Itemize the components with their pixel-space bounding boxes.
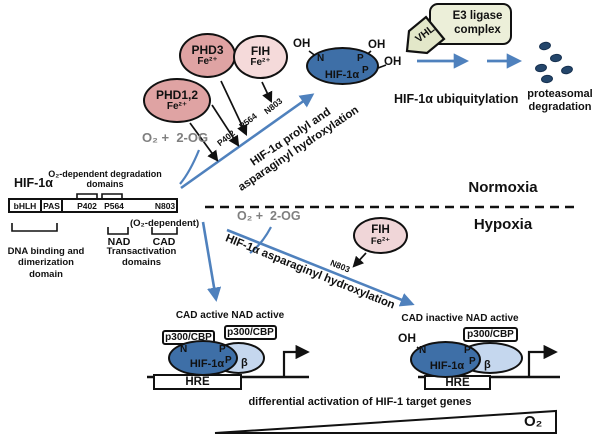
- transcription-arrow-left: [282, 344, 310, 377]
- hydroxylated-hif1a: [306, 47, 379, 85]
- hif1a-domain-bar: bHLH PAS P402 P564 N803: [8, 198, 178, 213]
- active-p-site-top: P: [219, 344, 226, 355]
- bhlh-domain: bHLH: [10, 200, 42, 211]
- inactive-p-site-top: P: [464, 345, 471, 356]
- hypoxia-hydroxylation-arrow: [226, 228, 415, 307]
- p300-inactive-label: p300/CBP: [467, 329, 514, 340]
- transactivation-line1: Transactivation: [106, 246, 177, 257]
- phd3-cofactor: Fe²⁺: [197, 55, 218, 67]
- inactive-p-site-right: P: [469, 356, 476, 367]
- active-beta-name: β: [241, 357, 248, 369]
- degradation-caption-line2: domains: [86, 179, 124, 190]
- hypoxia-substrates: O₂ + 2-OG: [237, 209, 301, 223]
- hre-box-left: HRE: [153, 374, 242, 390]
- domain-map-protein-label: HIF-1α: [14, 176, 53, 190]
- inactive-oh-label: OH: [398, 331, 416, 345]
- cad-label: CAD: [152, 236, 176, 248]
- proteasomal-line2: degradation: [528, 100, 592, 113]
- bhlh-label: bHLH: [13, 200, 37, 211]
- p564-bracket: [101, 193, 123, 199]
- o2-gradient-wedge: [214, 409, 557, 434]
- phd12-cofactor: Fe²⁺: [166, 100, 188, 112]
- p300-left-label: p300/CBP: [165, 332, 212, 343]
- inactive-n-site: N: [419, 345, 427, 356]
- inactive-alpha-name: HIF-1α: [429, 360, 465, 372]
- o2-gradient-label: O₂: [524, 413, 543, 430]
- oh-label-right: OH: [384, 56, 402, 68]
- o2-dependent-note: (O₂-dependent): [130, 218, 200, 229]
- fih-hypoxia-enzyme: FIH Fe²⁺: [353, 217, 408, 254]
- fih-cofactor: Fe²⁺: [250, 57, 271, 69]
- proteasomal-line1: proteasomal: [527, 88, 593, 100]
- active-alpha-subunit: [168, 340, 238, 376]
- phd3-arrow: [220, 80, 248, 136]
- hif1a-n-site: N: [317, 53, 325, 64]
- degradation-caption-line1: O₂-dependent degradation: [48, 169, 162, 179]
- hypoxia-label: Hypoxia: [473, 216, 533, 233]
- fih-hypoxia-cofactor: Fe²⁺: [370, 235, 391, 247]
- phd12-arrow-2: [189, 122, 219, 162]
- pas-label: PAS: [43, 200, 60, 211]
- fih-name: FIH: [250, 44, 271, 59]
- transactivation-line2: domains: [121, 257, 162, 269]
- nad-label: NAD: [107, 236, 131, 248]
- normoxia-to-active-complex-arrow: [201, 221, 222, 302]
- p300-right-label: p300/CBP: [227, 327, 274, 338]
- proteasome-fragments: [535, 41, 573, 84]
- inactive-alpha-subunit: [410, 341, 481, 378]
- bar-site-p402: P402: [77, 201, 97, 211]
- footer-caption: differential activation of HIF-1 target …: [248, 396, 472, 408]
- ubiquitylation-label: HIF-1α ubiquitylation: [394, 92, 519, 106]
- phd12-enzyme: PHD1,2 Fe²⁺: [143, 78, 211, 123]
- normoxia-hydroxylation-arrow: [180, 93, 315, 190]
- hypoxia-cosubstrate-curve: [249, 226, 272, 254]
- pas-domain: PAS: [42, 200, 63, 211]
- degradation-domains-caption: O₂-dependent degradation domains: [30, 169, 180, 190]
- hif1a-p-site-right: P: [362, 65, 369, 76]
- dna-binding-caption: DNA binding and dimerization domain: [0, 246, 92, 280]
- p402-bracket: [76, 193, 98, 199]
- hre-right-label: HRE: [445, 376, 470, 389]
- vhl-shape: [405, 15, 446, 55]
- inactive-beta-name: β: [484, 359, 491, 371]
- bar-site-n803: N803: [154, 201, 176, 211]
- normoxia-substrates: O₂ + 2-OG: [142, 130, 209, 145]
- e3-ligase-label-line1: E3 ligase: [452, 10, 503, 23]
- oh-label-left: OH: [293, 38, 311, 50]
- hif1a-p-site-top: P: [357, 53, 364, 64]
- fih-arrow: [261, 81, 273, 103]
- normoxia-label: Normoxia: [468, 179, 538, 196]
- phd3-enzyme: PHD3 Fe²⁺: [179, 33, 236, 78]
- inactive-complex-title: CAD inactive NAD active: [401, 313, 519, 324]
- transcription-arrow-right: [527, 344, 558, 377]
- dna-binding-line2: dimerization domain: [18, 257, 74, 280]
- transactivation-caption: Transactivation domains: [94, 246, 189, 269]
- dna-binding-line1: DNA binding and: [7, 246, 85, 257]
- phd12-arrow-1: [211, 104, 240, 147]
- normoxia-cosubstrate-curve: [179, 149, 201, 185]
- hif1a-name: HIF-1α: [324, 69, 360, 81]
- hre-left-label: HRE: [185, 376, 210, 388]
- bar-site-p564: P564: [104, 201, 124, 211]
- e3-ligase-label-line2: complex: [454, 24, 501, 36]
- active-n-site: N: [180, 344, 188, 355]
- oh-label-top: OH: [368, 39, 386, 51]
- nad-bracket: [107, 227, 129, 235]
- cad-bracket: [151, 227, 178, 235]
- fih-hypoxia-name: FIH: [371, 224, 390, 237]
- proteasomal-degradation-label: proteasomal degradation: [519, 88, 600, 114]
- active-p-site-right: P: [225, 355, 232, 366]
- p300-box-right: p300/CBP: [224, 325, 277, 340]
- hre-box-right: HRE: [424, 375, 491, 390]
- fih-hypoxia-arrow: [352, 252, 367, 268]
- dna-binding-bracket: [11, 223, 58, 232]
- phd12-name: PHD1,2: [155, 87, 199, 102]
- phd3-name: PHD3: [191, 42, 224, 57]
- active-complex-title: CAD active NAD active: [175, 310, 285, 321]
- active-alpha-name: HIF-1α: [189, 358, 225, 370]
- fih-enzyme: FIH Fe²⁺: [233, 35, 288, 79]
- p300-box-inactive: p300/CBP: [463, 327, 518, 342]
